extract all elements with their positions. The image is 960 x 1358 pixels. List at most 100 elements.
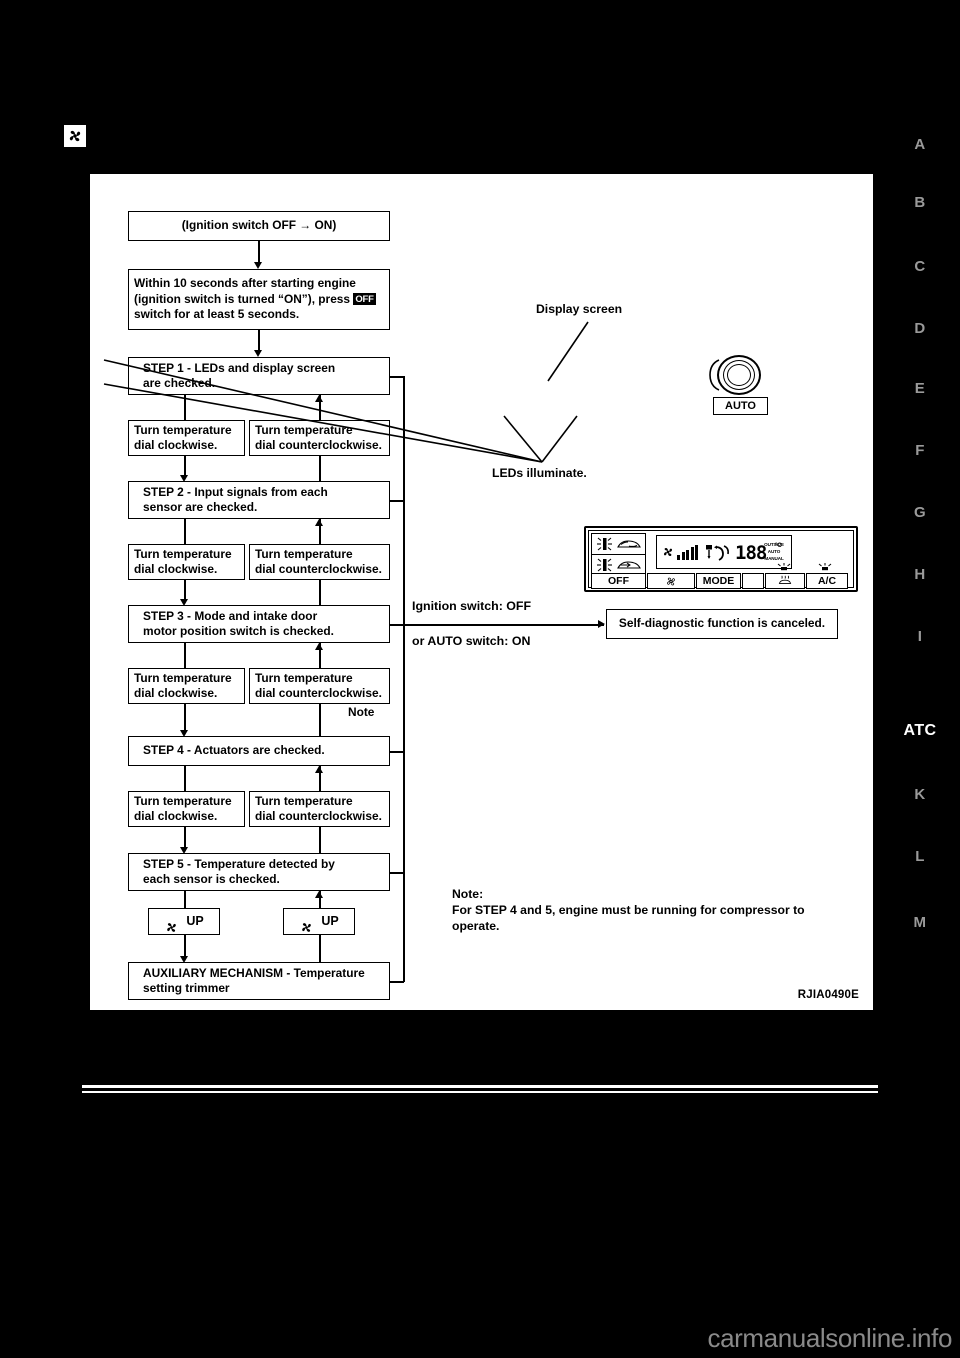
index-tab-atc[interactable]: ATC: [903, 722, 937, 739]
flow-dial-cw-1: Turn temperature dial clockwise.: [128, 420, 245, 456]
up-label-left: UP: [186, 913, 204, 928]
arrowhead-right: [598, 620, 605, 628]
callout-leds-illuminate: LEDs illuminate.: [492, 466, 587, 480]
index-tab-h[interactable]: H: [914, 566, 926, 583]
connector-cw2-to-step3: [184, 580, 186, 602]
connector-step3-to-cw3: [184, 643, 186, 669]
footnote-note: Note: For STEP 4 and 5, engine must be r…: [452, 887, 805, 933]
index-tab-e[interactable]: E: [914, 380, 926, 397]
off-button[interactable]: OFF: [591, 573, 646, 589]
flow-precondition-box: Within 10 seconds after starting engine …: [128, 269, 390, 330]
connector-ccw4-to-step4: [319, 766, 321, 792]
arrowhead-down: [180, 599, 188, 606]
arrowhead-up: [315, 891, 323, 898]
connector-cw1-to-step2: [184, 456, 186, 478]
flow-dial-ccw-4: Turn temperature dial counterclockwise.: [249, 791, 390, 827]
arrowhead-up: [315, 766, 323, 773]
temperature-dial[interactable]: [717, 355, 761, 395]
bus-exit-line: [403, 624, 604, 626]
fan-button[interactable]: [647, 573, 695, 589]
index-tab-d[interactable]: D: [914, 320, 926, 337]
up-label-right: UP: [321, 913, 339, 928]
recirculate-led-icon: [596, 537, 641, 551]
lcd-display-screen: 188 °C OUTSIDE AUTO MANUAL: [656, 535, 792, 569]
connector-cw4-to-step5: [184, 827, 186, 850]
ac-control-panel: 188 °C OUTSIDE AUTO MANUAL OFF MODE: [584, 526, 858, 592]
flow-up-box-left: UP: [148, 908, 220, 935]
connector-step1-to-cw1: [184, 395, 186, 421]
lcd-mode-manual: MANUAL: [764, 556, 784, 561]
divider-line-top: [82, 1085, 878, 1088]
flow-start-box: (Ignition switch OFF → ON): [128, 211, 390, 241]
index-tab-a[interactable]: A: [914, 136, 926, 153]
index-tab-k[interactable]: K: [914, 786, 926, 803]
arrowhead-down: [180, 730, 188, 737]
index-tab-c[interactable]: C: [914, 258, 926, 275]
connector-step3-to-ccw2: [319, 580, 321, 606]
blower-bar-1: [677, 555, 681, 560]
connector-up-right-to-step5: [319, 891, 321, 909]
arrowhead-up: [315, 643, 323, 650]
ac-led-icon: [817, 561, 833, 579]
connector-step5-to-up-left: [184, 891, 186, 909]
bus-stub-auxiliary: [390, 981, 404, 983]
fan-icon: [299, 904, 314, 939]
bus-stub-step3: [390, 624, 404, 626]
defrost-button[interactable]: [765, 573, 805, 589]
lcd-mode-outside: OUTSIDE: [764, 542, 784, 547]
vent-mode-icon: [705, 543, 731, 568]
connector-step5-to-ccw4: [319, 827, 321, 854]
arrowhead-down: [254, 262, 262, 269]
index-tab-g[interactable]: G: [913, 504, 927, 521]
arrowhead-down: [180, 475, 188, 482]
blank-button[interactable]: [742, 573, 764, 589]
lcd-temperature-unit: °C: [775, 543, 782, 549]
precondition-line-2-text: (ignition switch is turned “ON”), press: [134, 291, 354, 306]
auto-button[interactable]: AUTO: [713, 397, 768, 415]
lcd-fan-icon: [661, 545, 675, 564]
blower-bar-4: [690, 547, 694, 560]
connector-start-to-precondition: [258, 241, 260, 264]
blower-bar-2: [681, 552, 685, 560]
bus-vertical: [403, 376, 405, 982]
index-tab-m[interactable]: M: [913, 914, 927, 931]
figure-panel: (Ignition switch OFF → ON) Within 10 sec…: [90, 172, 873, 1010]
exit-condition-line-2: or AUTO switch: ON: [412, 634, 531, 648]
callout-leader-lines: [103, 321, 589, 463]
connector-step4-to-cw4: [184, 766, 186, 792]
bus-stub-step4: [390, 751, 404, 753]
index-tab-f[interactable]: F: [915, 442, 925, 459]
connector-cw3-to-step4: [184, 704, 186, 733]
flow-step2-box: STEP 2 - Input signals from each sensor …: [128, 481, 390, 519]
temperature-dial-face: [727, 364, 751, 386]
precondition-line-3: switch for at least 5 seconds.: [134, 307, 300, 322]
fresh-air-led-icon: [596, 558, 641, 572]
flow-dial-cw-3: Turn temperature dial clockwise.: [128, 668, 245, 704]
flow-dial-cw-2: Turn temperature dial clockwise.: [128, 544, 245, 580]
bottom-divider: [82, 1085, 878, 1094]
temperature-dial-inner-ring: [723, 360, 755, 390]
flow-step4-box: STEP 4 - Actuators are checked.: [128, 736, 390, 766]
index-tab-i[interactable]: I: [917, 628, 923, 645]
blower-bar-3: [686, 549, 690, 560]
recirculate-indicator-cell: [591, 533, 646, 555]
arrowhead-down: [254, 350, 262, 357]
mode-button[interactable]: MODE: [696, 573, 741, 589]
ac-button[interactable]: A/C: [806, 573, 848, 589]
note-tag: Note: [348, 705, 375, 719]
flow-dial-cw-4: Turn temperature dial clockwise.: [128, 791, 245, 827]
connector-ccw2-to-step2: [319, 519, 321, 545]
site-watermark: carmanualsonline.info: [707, 1323, 952, 1353]
precondition-line-2: (ignition switch is turned “ON”), press …: [134, 292, 384, 308]
flow-step5-box: STEP 5 - Temperature detected by each se…: [128, 853, 390, 891]
exit-condition-line-1: Ignition switch: OFF: [412, 599, 532, 613]
arrowhead-up: [315, 519, 323, 526]
fan-icon: [667, 577, 675, 585]
flow-step3-box: STEP 3 - Mode and intake door motor posi…: [128, 605, 390, 643]
connector-step2-to-cw2: [184, 519, 186, 545]
index-tab-l[interactable]: L: [915, 848, 925, 865]
defrost-icon: [778, 575, 792, 584]
index-tab-b[interactable]: B: [914, 194, 926, 211]
fan-icon: [164, 904, 179, 939]
